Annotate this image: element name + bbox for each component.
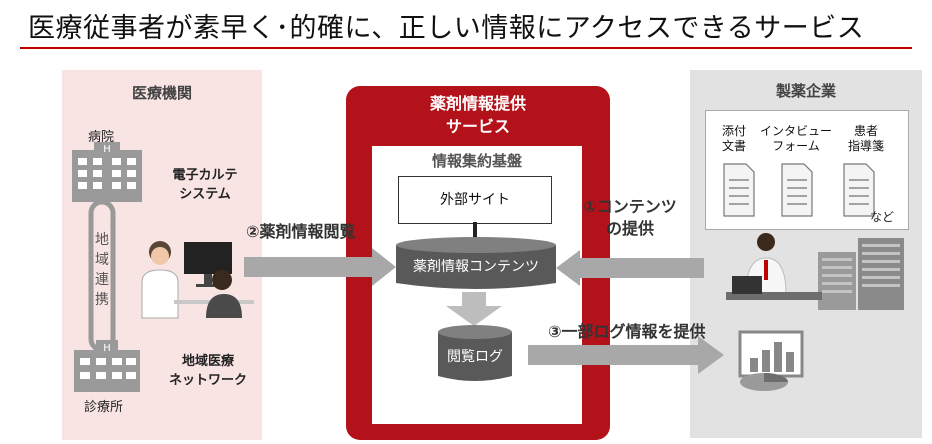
drug-contents-label: 薬剤情報コンテンツ [413,259,539,275]
browse-log-label: 閲覧ログ [447,349,503,365]
down-arrow-icon [446,292,502,326]
browse-arrow-icon [244,248,396,286]
pharma-worker-office-icon [726,233,904,310]
page-title: 医療従事者が素早く･的確に、正しい情報にアクセスできるサービス [28,13,865,44]
package-insert-label: 添付 文書 [721,124,746,153]
log-arrow-label: ③一部ログ情報を提供 [548,322,706,341]
patient-guide-label: 患者 指導箋 [847,124,884,153]
hospital-label: 病院 [88,130,115,145]
browse-arrow-label: ②薬剤情報閲覧 [246,222,356,241]
drug-contents-database-icon [396,237,556,289]
ehr-label: 電子カルテ システム [172,168,238,202]
log-arrow-icon [528,336,724,374]
platform-heading: 情報集約基盤 [431,152,522,170]
clinic-building-icon: H [74,340,140,392]
browse-log-database-icon [438,325,512,381]
doctor-patient-illustration-icon [141,241,254,319]
medical-institution-heading: 医療機関 [131,84,192,102]
contents-arrow-icon [556,250,704,286]
regional-network-label: 地域医療 ネットワーク [168,354,247,388]
service-heading: 薬剤情報提供 サービス [346,92,610,138]
hospital-building-icon: H [72,142,142,202]
connector-line [473,222,477,242]
regional-link-label: 地 域 連 携 [95,232,109,308]
document-sheets-icon [723,163,875,217]
contents-arrow-label: ①コンテンツ の提供 [583,197,677,238]
service-heading-line2: サービス [445,117,510,136]
external-site-box: 外部サイト [398,176,552,224]
etc-label: など [870,210,895,224]
svg-text:H: H [103,144,111,155]
analytics-chart-icon [738,330,804,391]
svg-text:H: H [103,343,111,354]
title-underline [20,47,912,49]
service-heading-line1: 薬剤情報提供 [429,94,526,113]
pharma-company-heading: 製薬企業 [775,82,836,100]
clinic-label: 診療所 [84,400,124,415]
interview-form-label: インタビュー フォーム [759,124,832,153]
